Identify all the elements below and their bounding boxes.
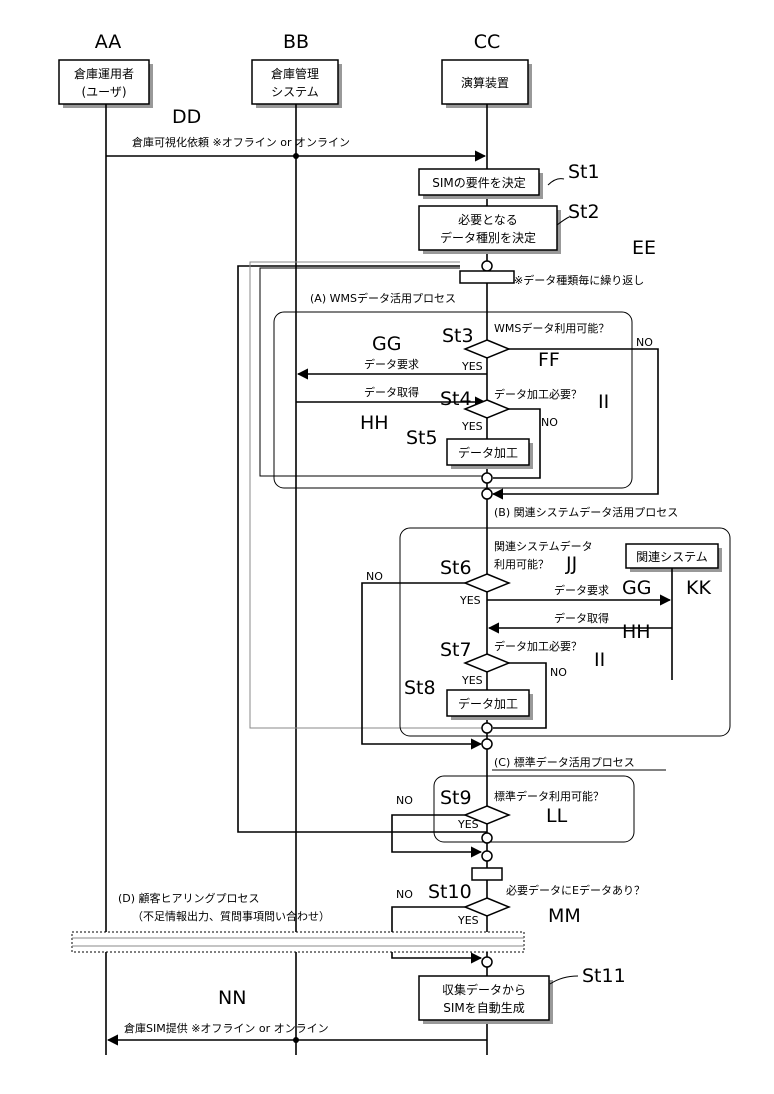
st11-line2: SIMを自動生成	[443, 1001, 525, 1015]
lane-bb-line1: 倉庫管理	[271, 66, 319, 81]
lane-cc-line1: 演算装置	[461, 75, 509, 90]
st4-id: St4	[440, 388, 472, 410]
st11-line1: 収集データから	[442, 982, 526, 997]
loop-start-node	[482, 261, 492, 271]
ref-ee: EE	[632, 237, 656, 259]
st11-id: St11	[582, 965, 626, 987]
ref-dd: DD	[172, 106, 201, 128]
no-label-st9: NO	[396, 794, 413, 807]
yes-label-st9: YES	[457, 818, 479, 831]
loop-start-marker	[460, 271, 514, 283]
ref-ll: LL	[546, 805, 568, 827]
bb-junction-dot	[293, 153, 299, 159]
ref-mm: MM	[548, 905, 581, 927]
lane-aa-line1: 倉庫運用者	[74, 66, 134, 81]
yes-label-st4: YES	[461, 420, 483, 433]
st5-text: データ加工	[458, 445, 518, 460]
lane-box-aa: 倉庫運用者 (ユーザ)	[59, 60, 153, 108]
provide-message: 倉庫SIM提供 ※オフライン or オンライン	[124, 1021, 329, 1035]
loop-end-marker	[472, 868, 502, 880]
yes-label-st3: YES	[461, 360, 483, 373]
merge-node-b	[482, 723, 492, 733]
st6-id: St6	[440, 557, 472, 579]
lane-box-bb: 倉庫管理 システム	[252, 60, 342, 108]
no-label-st7: NO	[550, 666, 567, 679]
data-get-label-a: データ取得	[364, 385, 419, 399]
st9-id: St9	[440, 787, 472, 809]
st8-id: St8	[404, 677, 436, 699]
ref-ii-b: II	[594, 649, 605, 671]
process-d-title: (D) 顧客ヒアリングプロセス	[118, 891, 260, 905]
ref-hh-b: HH	[622, 621, 651, 643]
process-d-band	[72, 932, 524, 952]
yes-label-st7: YES	[461, 674, 483, 687]
st10-id: St10	[428, 881, 472, 903]
request-message: 倉庫可視化依頼 ※オフライン or オンライン	[132, 135, 350, 149]
process-c-title: (C) 標準データ活用プロセス	[494, 755, 635, 769]
yes-label-st10: YES	[457, 914, 479, 927]
st1-text: SIMの要件を決定	[432, 175, 526, 190]
st6-q2: 利用可能？	[494, 557, 549, 571]
merge-node-a2	[482, 489, 492, 499]
st3-id: St3	[442, 325, 474, 347]
ref-kk: KK	[686, 577, 711, 599]
ref-gg-b: GG	[622, 577, 651, 599]
lane-code-aa: AA	[95, 31, 122, 53]
st7-id: St7	[440, 639, 472, 661]
st8-text: データ加工	[458, 696, 518, 711]
process-d-subtitle: （不足情報出力、質問事項問い合わせ）	[132, 909, 330, 923]
data-request-label-b: データ要求	[554, 583, 609, 597]
repeat-note: ※データ種類毎に繰り返し	[514, 273, 644, 287]
lane-bb-line2: システム	[271, 85, 319, 99]
merge-node-c2	[482, 851, 492, 861]
ref-gg-a: GG	[372, 333, 401, 355]
lane-box-cc: 演算装置	[442, 60, 532, 108]
lane-code-cc: CC	[474, 31, 501, 53]
st4-question: データ加工必要？	[494, 387, 582, 401]
st3-no-path	[493, 349, 658, 494]
yes-label-st6: YES	[459, 594, 481, 607]
lane-code-bb: BB	[283, 31, 309, 53]
ref-ff: FF	[538, 349, 560, 371]
st7-question: データ加工必要？	[494, 639, 582, 653]
loop-outer-frame	[238, 266, 487, 832]
ref-jj: JJ	[565, 553, 577, 575]
related-system-label: 関連システム	[636, 550, 708, 564]
process-a-title: (A) WMSデータ活用プロセス	[310, 291, 456, 305]
st2-line1: 必要となる	[458, 213, 518, 227]
merge-node-b2	[482, 739, 492, 749]
ref-ii-a: II	[598, 391, 609, 413]
st2-id: St2	[568, 201, 600, 223]
ref-nn: NN	[218, 987, 246, 1009]
no-label-st6: NO	[366, 570, 383, 583]
merge-node-a	[482, 473, 492, 483]
ref-hh-a: HH	[360, 412, 389, 434]
st1-id: St1	[568, 161, 600, 183]
merge-node-d	[482, 957, 492, 967]
bb-junction-dot-2	[293, 1037, 299, 1043]
lane-aa-line2: (ユーザ)	[81, 85, 126, 99]
no-label-st3: NO	[636, 336, 653, 349]
process-b-title: (B) 関連システムデータ活用プロセス	[494, 505, 678, 519]
no-label-st4: NO	[541, 416, 558, 429]
merge-node-c	[482, 833, 492, 843]
no-label-st10: NO	[396, 888, 413, 901]
data-get-label-b: データ取得	[554, 611, 609, 625]
st6-q1: 関連システムデータ	[494, 539, 593, 553]
st5-id: St5	[406, 427, 438, 449]
st3-question: WMSデータ利用可能？	[494, 321, 609, 335]
st2-line2: データ種別を決定	[440, 230, 536, 245]
data-request-label-a: データ要求	[364, 357, 419, 371]
st10-question: 必要データにEデータあり？	[506, 883, 645, 897]
st9-question: 標準データ利用可能？	[494, 789, 604, 803]
